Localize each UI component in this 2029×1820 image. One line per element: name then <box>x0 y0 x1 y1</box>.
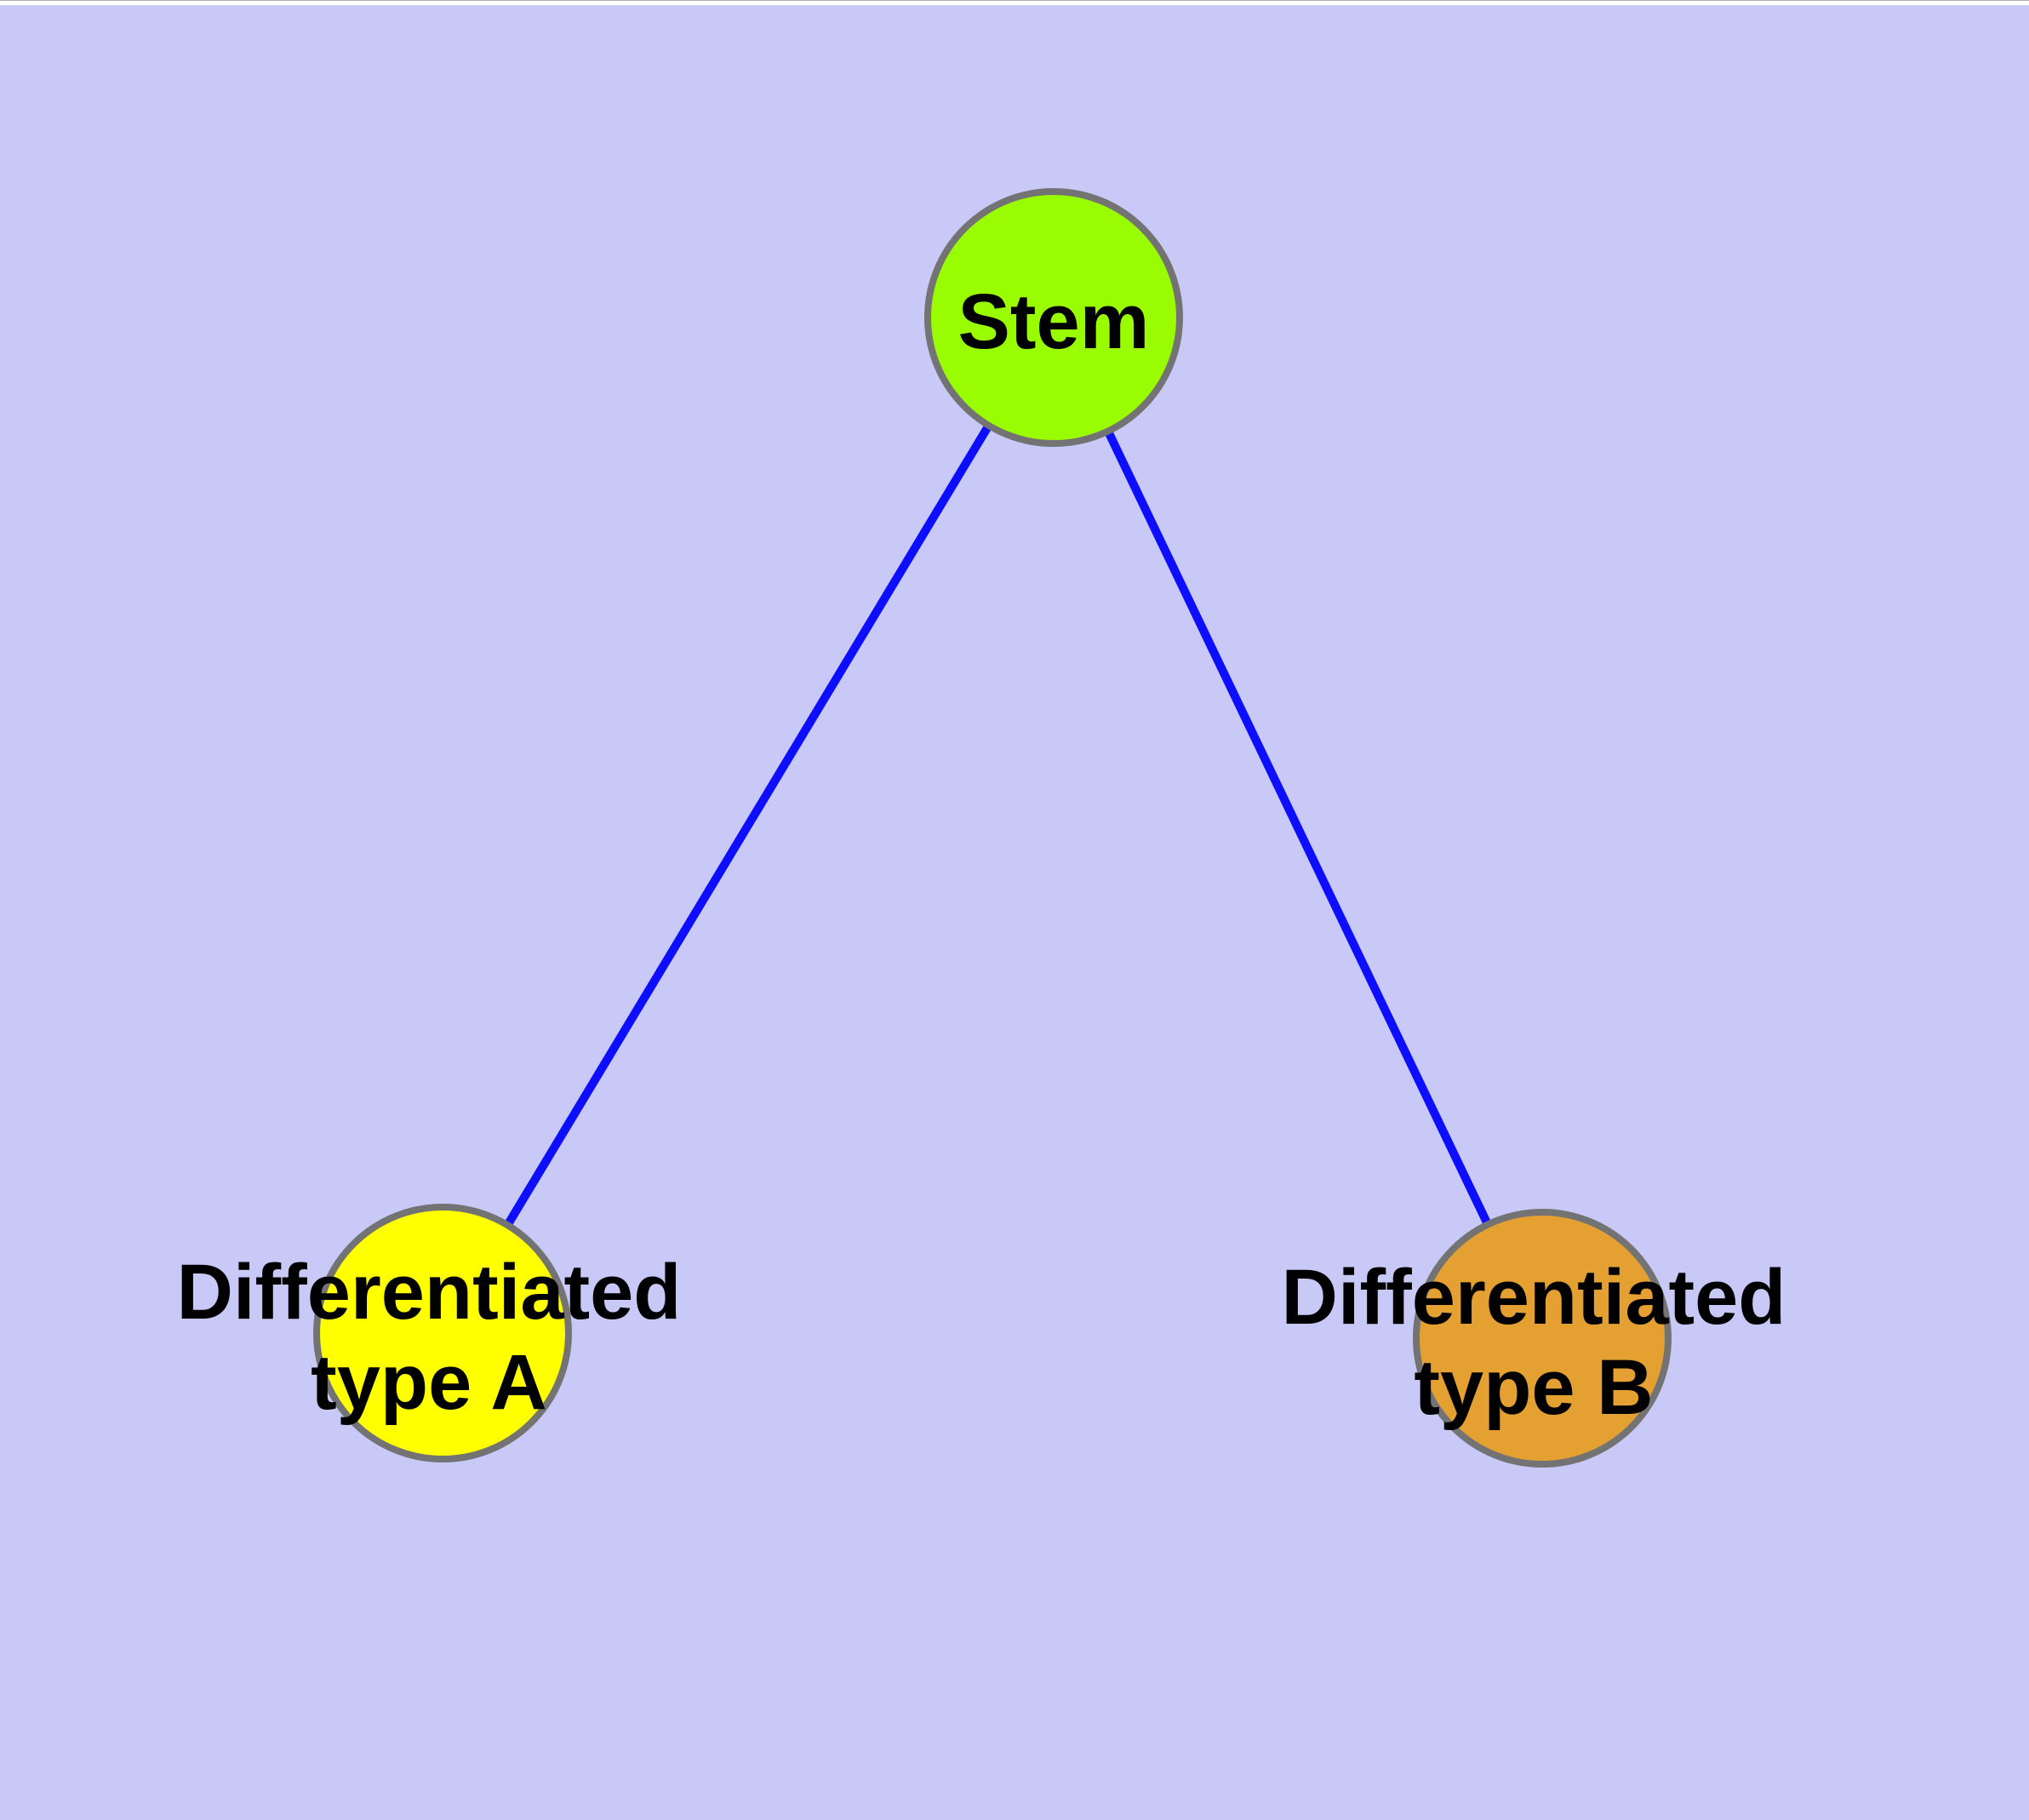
node-type-a-circle <box>313 1204 572 1462</box>
node-type-b-circle <box>1413 1209 1672 1468</box>
node-stem-circle <box>924 188 1183 447</box>
node-label-line: Differentiated <box>1281 1254 1786 1341</box>
node-label-stem: Stem <box>628 277 1479 367</box>
node-label-line: Differentiated <box>176 1249 682 1336</box>
node-label-line: Stem <box>957 278 1150 365</box>
top-border-strip <box>0 0 2029 5</box>
node-label-line: type B <box>1414 1344 1654 1431</box>
node-label-type-b: Differentiated type B <box>1108 1252 1959 1433</box>
node-label-type-a: Differentiated type A <box>3 1247 854 1428</box>
edge-stem-to-type-a <box>438 315 1058 1336</box>
node-label-line: type A <box>311 1339 547 1426</box>
edge-stem-to-type-b <box>1049 315 1546 1341</box>
